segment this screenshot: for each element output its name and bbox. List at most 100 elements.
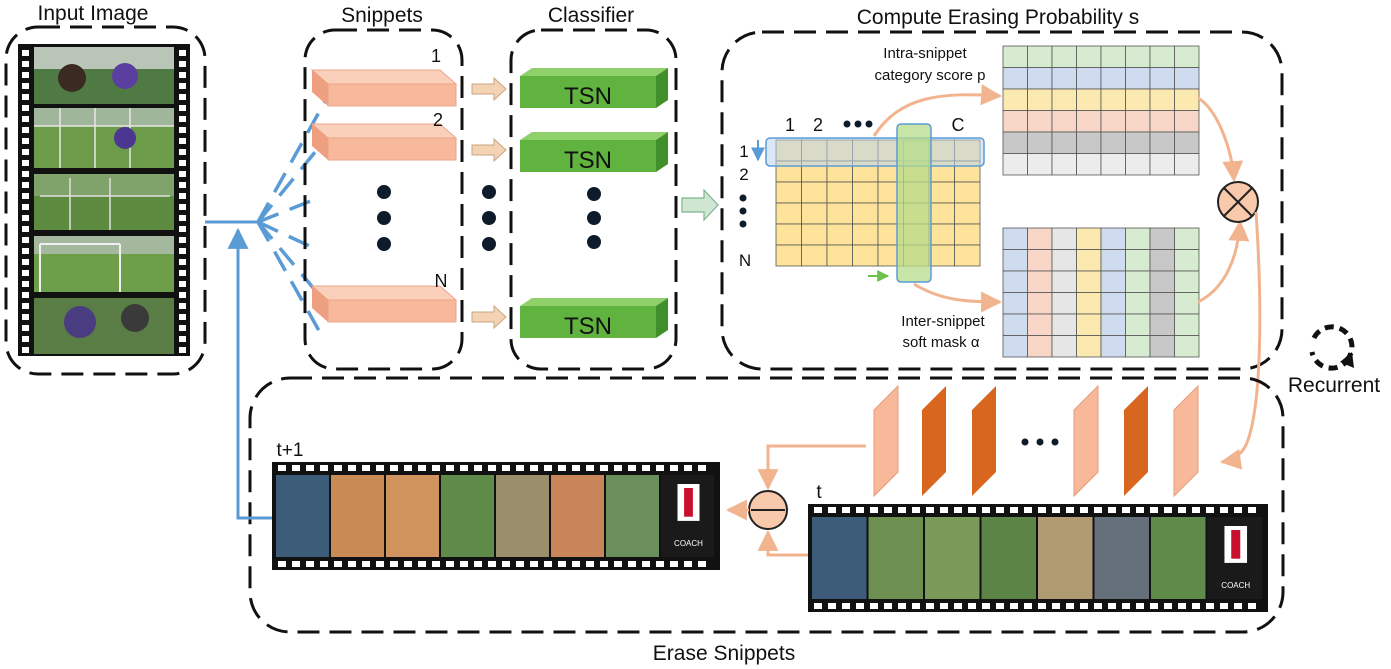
- sprocket-hole: [642, 465, 650, 471]
- coach-logo-mark: [684, 488, 693, 517]
- sprocket-hole: [432, 561, 440, 567]
- matrix-cell: [826, 181, 853, 204]
- sprocket-hole: [698, 561, 706, 567]
- sprocket-hole: [670, 465, 678, 471]
- sprocket-hole: [179, 160, 186, 166]
- intra-cell: [1076, 110, 1102, 133]
- matrix-cell: [801, 244, 828, 267]
- intra-cell: [1051, 45, 1077, 68]
- inter-cell: [1174, 249, 1200, 272]
- sprocket-hole: [502, 561, 510, 567]
- sprocket-hole: [600, 561, 608, 567]
- sprocket-hole: [954, 603, 962, 609]
- inter-cell: [1027, 227, 1053, 250]
- intra-cell: [1125, 131, 1151, 154]
- sprocket-hole: [1094, 507, 1102, 513]
- sprocket-hole: [334, 561, 342, 567]
- sprocket-hole: [179, 270, 186, 276]
- sprocket-hole: [179, 83, 186, 89]
- inter-cell: [1100, 249, 1126, 272]
- sprocket-hole: [474, 465, 482, 471]
- inter-cell: [1149, 227, 1175, 250]
- erase-box: [248, 376, 1285, 634]
- sprocket-hole: [460, 561, 468, 567]
- sprocket-holes-left: [22, 50, 29, 353]
- intra-cell: [1051, 110, 1077, 133]
- sprocket-hole: [376, 465, 384, 471]
- sprocket-hole: [572, 561, 580, 567]
- inter-cell: [1149, 249, 1175, 272]
- intra-cell: [1027, 131, 1053, 154]
- sprocket-hole: [179, 325, 186, 331]
- sprocket-hole: [179, 116, 186, 122]
- snippets-box: [303, 28, 464, 371]
- sprocket-hole: [22, 127, 29, 133]
- inter-cell: [1051, 249, 1077, 272]
- snippet-ellipsis: [377, 185, 391, 251]
- sprocket-hole: [404, 465, 412, 471]
- intra-cell: [1174, 45, 1200, 68]
- sprocket-hole: [22, 237, 29, 243]
- sprocket-hole: [22, 94, 29, 100]
- sprocket-hole: [856, 603, 864, 609]
- sprocket-hole: [1192, 603, 1200, 609]
- matrix-cell: [852, 244, 879, 267]
- film-frame: [1151, 517, 1206, 599]
- sprocket-hole: [1052, 603, 1060, 609]
- film-frame: [276, 475, 329, 557]
- sprocket-hole: [530, 561, 538, 567]
- sprocket-hole: [996, 603, 1004, 609]
- middle-ellipsis: [482, 185, 496, 251]
- sprocket-hole: [870, 507, 878, 513]
- inter-cell: [1002, 335, 1028, 358]
- feature-ellipsis: [1021, 438, 1059, 446]
- sprocket-hole: [1066, 507, 1074, 513]
- inter-cell: [1125, 292, 1151, 315]
- sprocket-hole: [1234, 507, 1242, 513]
- sprocket-hole: [530, 465, 538, 471]
- sprocket-hole: [278, 561, 286, 567]
- tsn-block-2: [520, 132, 668, 172]
- matrix-cell: [826, 244, 853, 267]
- inter-cell: [1051, 292, 1077, 315]
- col-index-1: 1: [785, 115, 795, 135]
- sprocket-hole: [628, 561, 636, 567]
- matrix-cell: [954, 223, 981, 246]
- sprocket-hole: [898, 507, 906, 513]
- intra-cell: [1125, 45, 1151, 68]
- matrix-cell: [801, 202, 828, 225]
- sprocket-hole: [544, 561, 552, 567]
- sprocket-hole: [926, 507, 934, 513]
- sprocket-hole: [278, 465, 286, 471]
- intra-cell: [1002, 88, 1028, 111]
- intra-cell: [1174, 88, 1200, 111]
- sprocket-hole: [982, 507, 990, 513]
- sprocket-hole: [418, 561, 426, 567]
- sprocket-hole: [22, 105, 29, 111]
- sprocket-hole: [642, 561, 650, 567]
- intra-cell: [1125, 67, 1151, 90]
- sprocket-hole: [1122, 507, 1130, 513]
- matrix-cell: [928, 244, 955, 267]
- coach-logo-mark: [1231, 530, 1241, 559]
- inter-cell: [1100, 313, 1126, 336]
- sprocket-hole: [22, 182, 29, 188]
- intra-snippet-score-grid: [1002, 45, 1200, 176]
- sprocket-hole: [179, 248, 186, 254]
- sprocket-hole: [912, 507, 920, 513]
- row-highlight: [765, 137, 985, 167]
- sprocket-hole: [22, 259, 29, 265]
- intra-cell: [1100, 131, 1126, 154]
- sprocket-hole: [22, 226, 29, 232]
- sprocket-hole: [1234, 603, 1242, 609]
- inter-cell: [1076, 292, 1102, 315]
- inter-to-multiply-arrow: [1197, 219, 1250, 304]
- sprocket-hole: [22, 160, 29, 166]
- sprocket-hole: [1024, 603, 1032, 609]
- intra-cell: [1125, 153, 1151, 176]
- sprocket-hole: [22, 61, 29, 67]
- sprocket-hole: [670, 561, 678, 567]
- matrix-cell: [775, 181, 802, 204]
- sprocket-hole: [698, 465, 706, 471]
- matrix-cell: [928, 202, 955, 225]
